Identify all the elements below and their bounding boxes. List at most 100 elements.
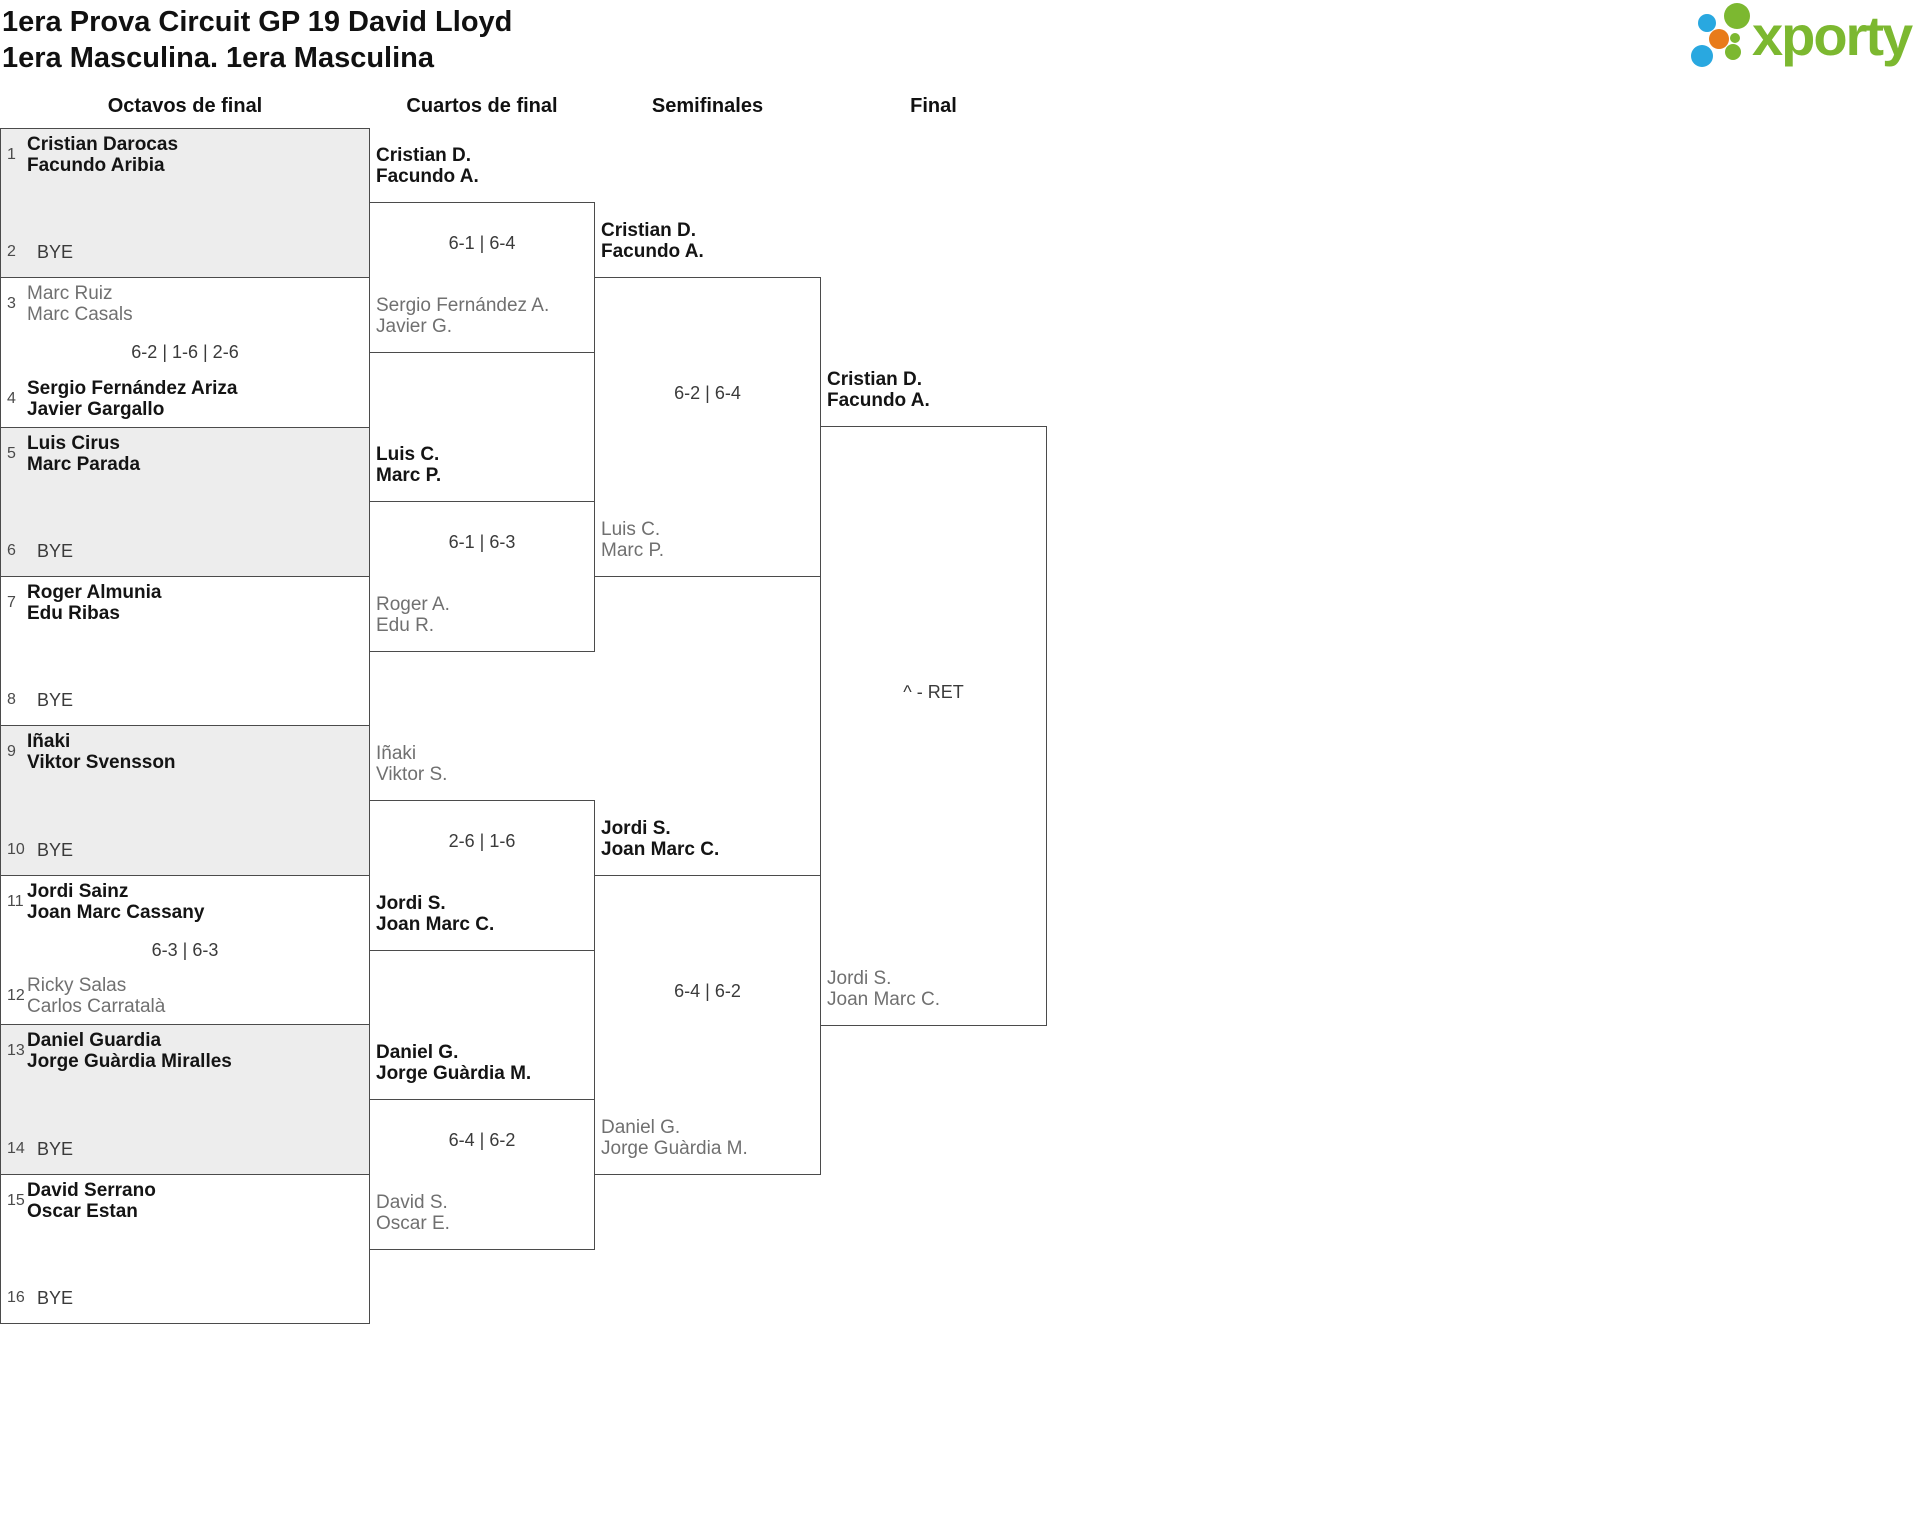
- team-name: Jordi S.: [376, 893, 446, 914]
- tournament-title-line1: 1era Prova Circuit GP 19 David Lloyd: [2, 6, 513, 38]
- round-header-3: Semifinales: [651, 95, 764, 117]
- team-name-pair: Daniel G.Jorge Guàrdia M.: [376, 1042, 531, 1084]
- round-header-4: Final: [910, 95, 957, 117]
- team-name-pair: Luis C.Marc P.: [601, 519, 664, 561]
- team-name: Oscar Estan: [27, 1201, 138, 1222]
- bye-label: BYE: [37, 1288, 74, 1308]
- seed-number: 8: [7, 691, 16, 708]
- bye-label: BYE: [37, 1139, 74, 1159]
- team-name: Jordi S.: [601, 818, 671, 839]
- tournament-title: 1era Prova Circuit GP 19 David Lloyd 1er…: [2, 4, 512, 76]
- team-name: Daniel G.: [601, 1117, 681, 1138]
- match-score: 6-2 | 1-6 | 2-6: [131, 342, 239, 362]
- team-name: Marc Ruiz: [27, 283, 113, 304]
- team-name: Joan Marc C.: [827, 989, 940, 1010]
- team-name: Luis Cirus: [27, 433, 120, 454]
- logo-dot-green-small: [1725, 44, 1741, 60]
- match-box-octavos-6[interactable]: [0, 875, 370, 1025]
- team-name: Daniel Guardia: [27, 1030, 162, 1051]
- team-name: Viktor S.: [376, 764, 448, 785]
- logo-wordmark: xporty: [1752, 4, 1913, 67]
- team-name-pair: Jordi S.Joan Marc C.: [827, 968, 940, 1010]
- team-name: David S.: [376, 1192, 448, 1213]
- seed-number: 10: [7, 841, 25, 858]
- seed-number: 2: [7, 243, 16, 260]
- team-name: Cristian Darocas: [27, 134, 179, 155]
- match-score: 2-6 | 1-6: [448, 831, 516, 851]
- seed-number: 15: [7, 1192, 25, 1209]
- team-name: Facundo A.: [601, 241, 704, 262]
- team-name: Facundo Aribia: [27, 155, 165, 176]
- seed-number: 16: [7, 1289, 25, 1306]
- team-name-pair: David S.Oscar E.: [376, 1192, 450, 1234]
- team-name: Roger Almunia: [27, 582, 162, 603]
- round-header-1: Octavos de final: [107, 95, 263, 117]
- team-name: Ricky Salas: [27, 975, 127, 996]
- logo-dot-green-tiny: [1730, 33, 1740, 43]
- team-name: Daniel G.: [376, 1042, 459, 1063]
- match-score: 6-2 | 6-4: [674, 382, 741, 403]
- match-score: 6-1 | 6-3: [448, 532, 516, 552]
- logo-dot-orange: [1709, 29, 1729, 49]
- team-name-pair: Sergio Fernández A.Javier G.: [376, 295, 549, 337]
- team-name: Sergio Fernández Ariza: [27, 378, 238, 399]
- team-name: Joan Marc Cassany: [27, 902, 205, 923]
- team-name: Luis C.: [376, 444, 440, 465]
- team-name: Jordi Sainz: [27, 881, 129, 902]
- team-name: Jorge Guàrdia Miralles: [27, 1051, 232, 1072]
- logo-dot-green-large: [1724, 3, 1750, 29]
- team-name: David Serrano: [27, 1180, 156, 1201]
- seed-number: 14: [7, 1140, 25, 1157]
- team-name: Viktor Svensson: [27, 752, 176, 773]
- team-name: Jorge Guàrdia M.: [376, 1063, 532, 1084]
- match-box-final-1[interactable]: [820, 426, 1047, 1026]
- team-name: Edu Ribas: [27, 603, 120, 624]
- match-box-octavos-8[interactable]: [0, 1174, 370, 1324]
- seed-number: 11: [7, 893, 24, 910]
- match-box-octavos-4[interactable]: [0, 576, 370, 726]
- logo-dot-blue-small: [1698, 14, 1716, 32]
- bye-label: BYE: [37, 690, 74, 710]
- seed-number: 12: [7, 987, 25, 1004]
- team-name: Joan Marc C.: [376, 914, 495, 935]
- seed-number: 9: [7, 743, 16, 760]
- bye-label: BYE: [37, 840, 74, 860]
- logo-dot-blue-large: [1691, 45, 1713, 67]
- team-name-pair: Cristian D.Facundo A.: [601, 220, 704, 262]
- category-title-line2: 1era Masculina. 1era Masculina: [2, 42, 434, 74]
- team-name: Marc Parada: [27, 454, 141, 475]
- team-name-pair: Jordi S.Joan Marc C.: [601, 818, 719, 860]
- match-box-octavos-1[interactable]: [0, 128, 370, 278]
- seed-number: 3: [7, 295, 16, 312]
- team-name: Cristian D.: [827, 369, 923, 390]
- team-name: Marc Casals: [27, 304, 133, 325]
- bye-label: BYE: [37, 541, 74, 561]
- team-name: Jorge Guàrdia M.: [601, 1138, 748, 1159]
- team-name: Cristian D.: [376, 145, 472, 166]
- match-box-octavos-5[interactable]: [0, 725, 370, 876]
- team-name: Facundo A.: [827, 390, 930, 411]
- bye-label: BYE: [37, 242, 74, 262]
- team-name: Marc P.: [376, 465, 442, 486]
- team-name: Javier Gargallo: [27, 399, 165, 420]
- team-name: Iñaki: [27, 731, 71, 752]
- seed-number: 13: [7, 1042, 25, 1059]
- match-box-octavos-7[interactable]: [0, 1024, 370, 1175]
- seed-number: 5: [7, 445, 16, 462]
- team-name: Luis C.: [601, 519, 661, 540]
- team-name-pair: Luis C.Marc P.: [376, 444, 441, 486]
- seed-number: 6: [7, 542, 16, 559]
- team-name-pair: Jordi S.Joan Marc C.: [376, 893, 494, 935]
- team-name: Iñaki: [376, 743, 417, 764]
- team-name: Sergio Fernández A.: [376, 295, 550, 316]
